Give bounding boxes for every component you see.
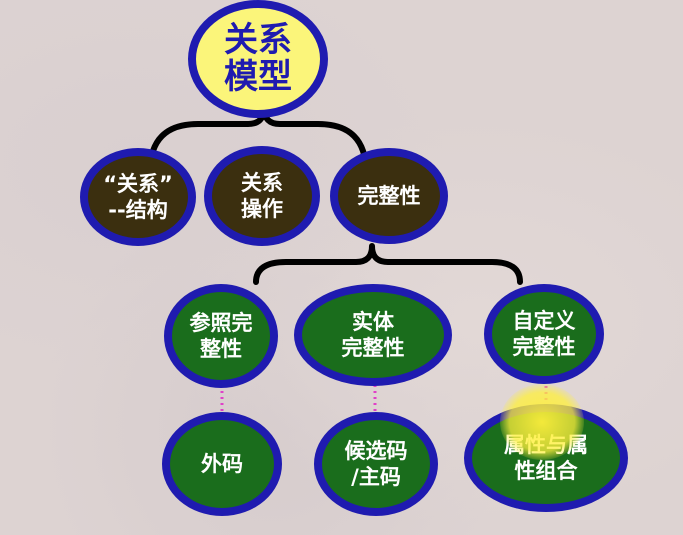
node-relation-operation: 关系 操作: [204, 146, 320, 246]
node-relation-structure: “关系” --结构: [80, 148, 196, 246]
referential-label-line1: 参照完: [189, 310, 253, 335]
root-label-line2: 模型: [224, 57, 292, 97]
candidate-key-label-line1: 候选码: [344, 438, 408, 463]
user-defined-label-line2: 完整性: [512, 335, 576, 359]
referential-label-line2: 整性: [200, 337, 242, 361]
node-attribute-combination: 属性与属 性组合: [464, 404, 628, 512]
node-entity-integrity: 实体 完整性: [294, 284, 452, 386]
operation-label-line1: 关系: [241, 170, 283, 195]
integrity-label: 完整性: [357, 183, 421, 208]
node-integrity: 完整性: [330, 148, 448, 244]
node-referential-integrity: 参照完 整性: [164, 284, 278, 388]
integrity-brace: [253, 243, 523, 285]
structure-label-line2: --结构: [108, 198, 168, 222]
candidate-key-label-line2: /主码: [351, 465, 401, 489]
entity-label-line2: 完整性: [341, 336, 405, 360]
root-label-line1: 关系: [224, 19, 292, 60]
node-candidate-primary-key: 候选码 /主码: [314, 412, 438, 516]
attribute-combo-label-line1: 属性与属: [504, 432, 588, 457]
foreign-key-label: 外码: [201, 451, 243, 476]
structure-label-line1: “关系”: [103, 171, 173, 196]
user-defined-label-line1: 自定义: [512, 308, 576, 333]
attribute-combo-label-line2: 性组合: [514, 459, 578, 483]
node-foreign-key: 外码: [162, 412, 282, 516]
node-user-defined-integrity: 自定义 完整性: [484, 284, 604, 384]
entity-label-line1: 实体: [352, 309, 394, 334]
root-node-relational-model: 关系 模型: [188, 0, 328, 118]
operation-label-line2: 操作: [241, 197, 283, 221]
